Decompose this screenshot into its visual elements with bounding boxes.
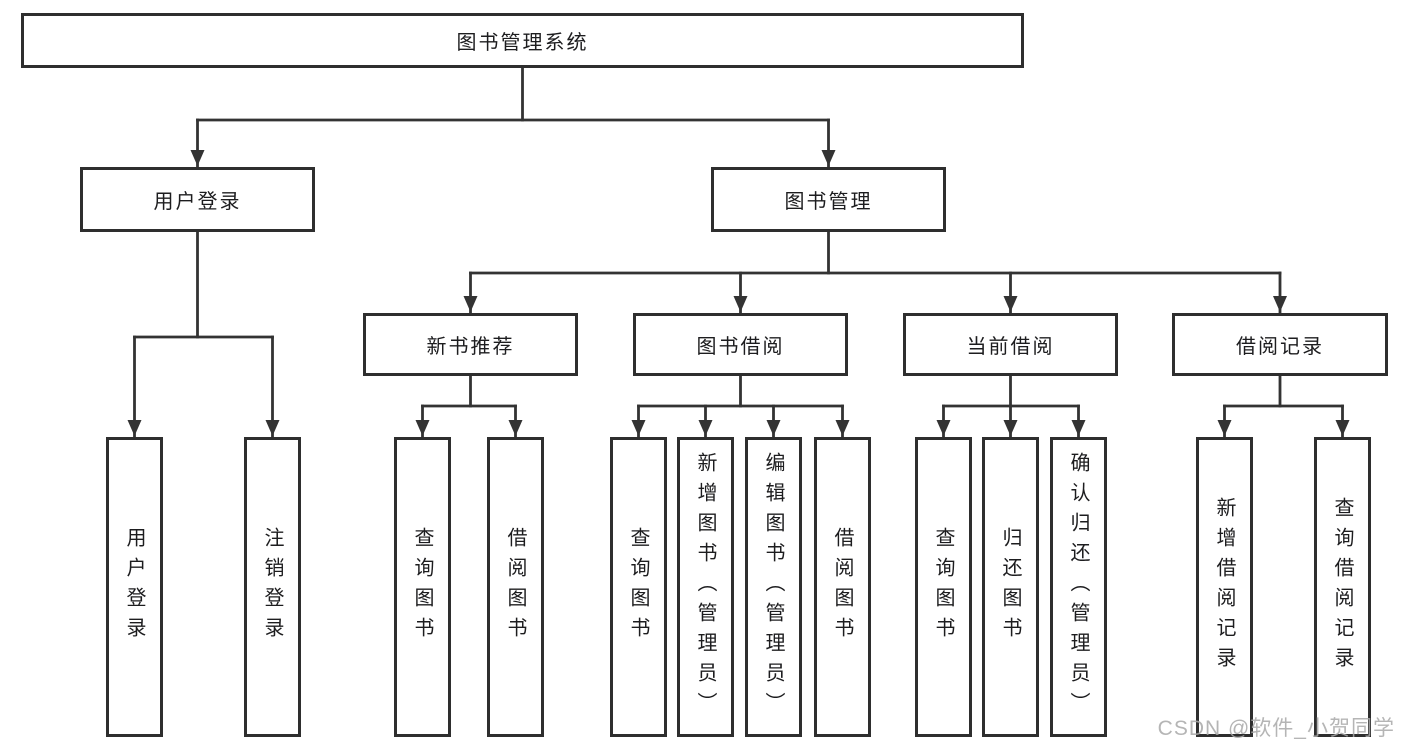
node-book-borrowing: 图书借阅 [633, 313, 848, 376]
leaf-query-borrow-record-label: 查询借阅记录 [1331, 497, 1353, 677]
leaf-confirm-return-admin-label: 确认归还（管理员） [1067, 452, 1089, 722]
leaf-logout-label: 注销登录 [261, 527, 283, 647]
leaf-return-books: 归还图书 [982, 437, 1039, 737]
leaf-query-books-borrowing-label: 查询图书 [627, 527, 649, 647]
leaf-borrow-books-recommend: 借阅图书 [487, 437, 544, 737]
leaf-edit-book-admin: 编辑图书（管理员） [745, 437, 802, 737]
node-user-login: 用户登录 [80, 167, 315, 232]
node-user-login-label: 用户登录 [153, 191, 242, 213]
leaf-edit-book-admin-label: 编辑图书（管理员） [762, 452, 784, 722]
node-library-system: 图书管理系统 [21, 13, 1024, 68]
leaf-add-borrow-record-label: 新增借阅记录 [1213, 497, 1235, 677]
node-current-borrowing: 当前借阅 [903, 313, 1118, 376]
leaf-add-book-admin-label: 新增图书（管理员） [694, 452, 716, 722]
leaf-borrow-books: 借阅图书 [814, 437, 871, 737]
leaf-borrow-books-label: 借阅图书 [831, 527, 853, 647]
node-book-borrowing-label: 图书借阅 [696, 336, 785, 358]
leaf-logout: 注销登录 [244, 437, 301, 737]
node-book-management: 图书管理 [711, 167, 946, 232]
node-library-system-label: 图书管理系统 [456, 32, 589, 54]
leaf-add-borrow-record: 新增借阅记录 [1196, 437, 1253, 737]
node-new-book-recommendation-label: 新书推荐 [426, 336, 515, 358]
leaf-query-books-current-label: 查询图书 [932, 527, 954, 647]
leaf-user-login: 用户登录 [106, 437, 163, 737]
node-new-book-recommendation: 新书推荐 [363, 313, 578, 376]
node-borrowing-records-label: 借阅记录 [1236, 336, 1324, 358]
node-current-borrowing-label: 当前借阅 [966, 336, 1055, 358]
leaf-user-login-label: 用户登录 [123, 527, 145, 647]
leaf-borrow-books-recommend-label: 借阅图书 [504, 527, 526, 647]
node-borrowing-records: 借阅记录 [1172, 313, 1388, 376]
leaf-query-books-recommend: 查询图书 [394, 437, 451, 737]
leaf-confirm-return-admin: 确认归还（管理员） [1050, 437, 1107, 737]
leaf-return-books-label: 归还图书 [999, 527, 1021, 647]
node-book-management-label: 图书管理 [784, 191, 873, 213]
leaf-query-borrow-record: 查询借阅记录 [1314, 437, 1371, 737]
leaf-query-books-current: 查询图书 [915, 437, 972, 737]
leaf-query-books-borrowing: 查询图书 [610, 437, 667, 737]
watermark: CSDN @软件_小贺同学 [1157, 717, 1395, 740]
leaf-query-books-recommend-label: 查询图书 [411, 527, 433, 647]
leaf-add-book-admin: 新增图书（管理员） [677, 437, 734, 737]
